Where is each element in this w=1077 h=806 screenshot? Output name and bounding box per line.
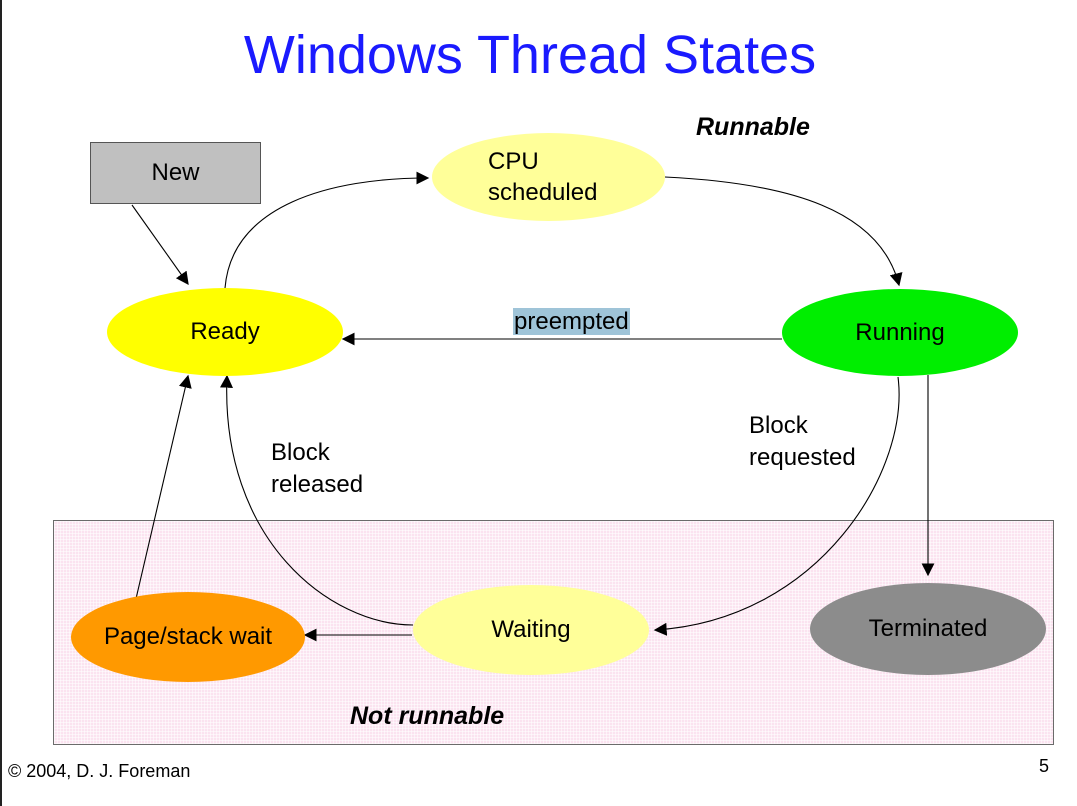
arrow-ready-to-cpu	[224, 171, 430, 289]
slide-title: Windows Thread States	[243, 25, 817, 85]
runnable-zone-label: Runnable	[696, 113, 810, 141]
edge-label-preempted: preempted	[513, 306, 630, 338]
edge-label-block-released-line2: released	[271, 471, 364, 498]
arrow-new-to-ready	[131, 204, 189, 286]
state-new: New	[90, 142, 261, 204]
edge-label-preempted-text: preempted	[513, 308, 630, 335]
edge-label-block-requested: Block requested	[749, 410, 856, 474]
edge-label-block-released: Block released	[271, 437, 363, 501]
state-running: Running	[782, 289, 1018, 376]
edge-label-block-released-line1: Block	[271, 439, 330, 466]
arrow-cpu-to-running	[664, 176, 903, 287]
state-ready: Ready	[107, 288, 343, 376]
arrow-waiting-to-ready-released	[220, 374, 414, 626]
footer-copyright: © 2004, D. J. Foreman	[8, 761, 191, 781]
not-runnable-zone-label: Not runnable	[350, 702, 505, 730]
arrow-pagestack-to-ready	[134, 374, 192, 604]
state-cpu-scheduled-line2: scheduled	[488, 179, 598, 206]
state-terminated: Terminated	[810, 583, 1046, 675]
edge-label-block-requested-line2: requested	[749, 444, 856, 471]
footer-page-number: 5	[1039, 756, 1050, 776]
arrow-running-to-waiting	[653, 376, 900, 636]
state-waiting: Waiting	[413, 585, 649, 675]
state-cpu-scheduled: CPU scheduled	[432, 133, 665, 221]
state-page-stack-wait: Page/stack wait	[71, 592, 305, 682]
state-cpu-scheduled-line1: CPU	[488, 147, 539, 175]
edge-label-block-requested-line1: Block	[749, 412, 808, 439]
left-border-line	[0, 0, 2, 806]
